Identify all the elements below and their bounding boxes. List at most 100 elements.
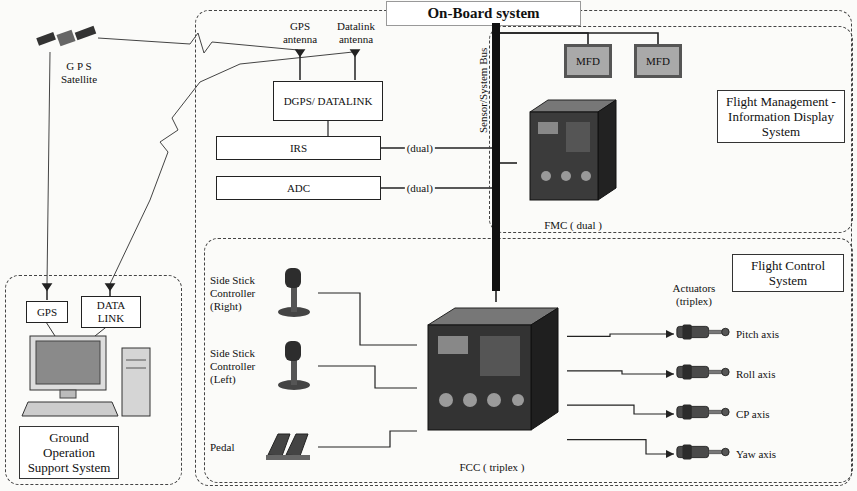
- node-label: MFD: [643, 55, 673, 68]
- fcc-unit: [480, 336, 520, 376]
- connector: [567, 405, 674, 414]
- connector: [495, 291, 497, 302]
- gps-satellite-icon: [56, 30, 75, 47]
- node-label: Sensor/System Bus: [477, 48, 490, 133]
- fmc-unit: [581, 171, 591, 181]
- sensor-box: ADC: [216, 176, 381, 200]
- system-bus: Sensor/System Bus: [492, 23, 500, 291]
- node-label: IRS: [287, 142, 310, 155]
- computer-unit: FCC ( triplex ): [417, 302, 567, 474]
- device-box: DGPS/ DATALINK: [273, 81, 383, 121]
- pedal-icon: [286, 434, 308, 456]
- connector-label: (dual): [405, 182, 435, 195]
- gps-satellite-icon: [36, 26, 96, 47]
- subsystem-region: Flight Control SystemSide Stick Controll…: [204, 238, 853, 483]
- computer-icon: [22, 322, 150, 416]
- computer-icon: [22, 402, 118, 416]
- computer-icon: [30, 336, 106, 390]
- controller-unit: Side Stick Controller (Left): [210, 337, 318, 395]
- fmc-unit: [541, 171, 551, 181]
- connector: [381, 187, 492, 189]
- group-label: Flight Control System: [732, 254, 844, 292]
- actuator-icon: [677, 445, 729, 460]
- actuator-unit: CP axis: [674, 400, 804, 428]
- node-label: FMC ( dual ): [517, 219, 629, 232]
- actuator-icon: [677, 365, 729, 380]
- connector: [567, 334, 674, 336]
- device-box: GPS: [26, 301, 68, 323]
- antenna: [296, 50, 304, 56]
- group-label: On-Board system: [386, 1, 581, 26]
- fcc-unit: [487, 393, 501, 407]
- controller-unit: Pedal: [210, 427, 318, 467]
- subsystem-region: Flight Management - Information Display …: [489, 26, 853, 233]
- fcc-unit: [428, 308, 558, 430]
- fcc-unit: [531, 308, 558, 430]
- actuator-icon: [677, 325, 729, 460]
- side-stick-icon: [291, 284, 297, 312]
- connector: [318, 293, 417, 345]
- connector: [318, 366, 417, 388]
- fmc-unit: [538, 122, 558, 134]
- gps-satellite-icon: [75, 26, 97, 40]
- connector: [327, 121, 328, 136]
- antenna-label: Datalink antenna: [328, 20, 384, 46]
- fmc-unit: [598, 100, 616, 200]
- actuator-unit: Pitch axis: [674, 320, 804, 348]
- computer-icon: [60, 390, 76, 398]
- device-box: DATA LINK: [81, 296, 141, 328]
- connector: [500, 162, 517, 164]
- side-stick-icon: [285, 268, 301, 288]
- fcc-unit: [512, 394, 524, 406]
- node-label: DGPS/ DATALINK: [281, 95, 376, 108]
- group-label: Ground Operation Support System: [19, 426, 119, 479]
- group-label: Flight Management - Information Display …: [717, 90, 845, 143]
- display-box: MFD: [564, 44, 612, 78]
- node-label: FCC ( triplex ): [417, 461, 567, 474]
- fmc-unit: [530, 100, 616, 200]
- antenna: [106, 284, 114, 290]
- computer-icon: [36, 341, 100, 384]
- fmc-unit: [566, 122, 590, 152]
- antenna: [351, 50, 359, 56]
- actuator-icon: [677, 325, 729, 340]
- fcc-unit: [428, 325, 531, 430]
- connector: [500, 33, 588, 44]
- node-label: GPS: [34, 306, 60, 319]
- actuator-unit: Roll axis: [674, 360, 804, 388]
- radio-link: [98, 33, 298, 53]
- system-region: On-Board systemDGPS/ DATALINKIRSADCFligh…: [195, 10, 852, 486]
- side-stick-icon: [278, 268, 310, 390]
- fmc-unit: [530, 112, 598, 200]
- node-label: Side Stick Controller (Right): [210, 274, 276, 313]
- ground-region: Ground Operation Support System GPS DATA L…: [5, 275, 182, 485]
- fcc-unit: [438, 336, 468, 354]
- connector: [381, 147, 492, 149]
- node-label: MFD: [573, 55, 603, 68]
- side-stick-icon: [285, 341, 301, 361]
- node-label: ADC: [284, 182, 313, 195]
- node-label: Roll axis: [736, 368, 775, 381]
- fcc-unit: [463, 393, 477, 407]
- computer-icon: [126, 368, 146, 369]
- pedal-icon: [266, 434, 310, 460]
- sensor-box: IRS: [216, 136, 381, 160]
- controller-unit: Side Stick Controller (Right): [210, 264, 318, 322]
- node-label: Yaw axis: [736, 448, 776, 461]
- connector-label: (dual): [405, 142, 435, 155]
- fmc-unit: [561, 171, 571, 181]
- antenna-label: GPS antenna: [276, 20, 324, 46]
- node-label: Pitch axis: [736, 328, 779, 341]
- fcc-unit: [439, 393, 453, 407]
- display-box: MFD: [634, 44, 682, 78]
- group-label: Actuators (triplex): [660, 282, 728, 308]
- connector: [318, 431, 417, 447]
- actuator-icon: [677, 405, 729, 420]
- gps-satellite-icon: [36, 32, 56, 46]
- node-label: Side Stick Controller (Left): [210, 347, 276, 386]
- connector: [500, 33, 658, 44]
